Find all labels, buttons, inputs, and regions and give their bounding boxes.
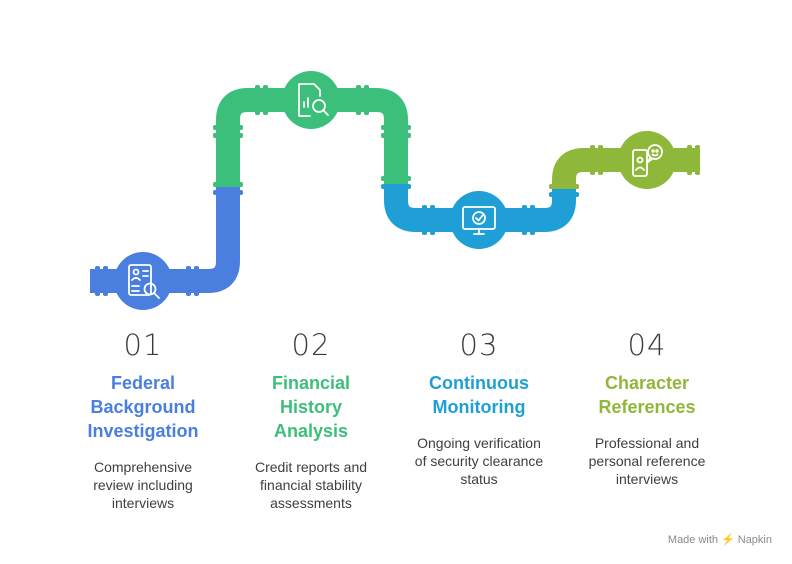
step-description: Credit reports and financial stability a… (234, 458, 388, 512)
phone-person-chat-icon (618, 131, 676, 189)
step-title-line: Background (90, 397, 196, 417)
search-profile-icon (114, 252, 172, 310)
step-title: Continuous Monitoring (394, 371, 564, 419)
made-with-text: Made with (667, 534, 719, 546)
step-title-line: History (279, 397, 342, 417)
step-number: 04 (627, 328, 667, 362)
step-description-line: interviews (615, 471, 679, 487)
step-title-line: Financial (271, 373, 351, 393)
step-title-line: Monitoring (432, 397, 526, 417)
pipe-segment-4 (549, 145, 700, 189)
step-title: Character References (562, 371, 732, 419)
step-description-line: interviews (111, 495, 175, 511)
step-number: 03 (459, 328, 499, 362)
step-description-line: status (460, 471, 498, 487)
step-title-line: References (598, 397, 696, 417)
step-description: Professional and personal reference inte… (570, 434, 724, 488)
step-description-line: of security clearance (414, 453, 544, 469)
step-description-line: personal reference (588, 453, 706, 469)
step-title-line: Federal (110, 373, 176, 393)
step-title-line: Continuous (429, 373, 529, 393)
made-with-credit[interactable]: Made with⚡Napkin (668, 533, 772, 546)
step-description-line: review including (93, 477, 193, 493)
pipe-segment-1 (90, 182, 243, 296)
napkin-brand-text: Napkin (737, 534, 772, 546)
step-description: Comprehensive review including interview… (66, 458, 220, 512)
document-chart-search-icon (282, 71, 340, 129)
step-title-line: Character (604, 373, 690, 393)
step-title-line: Analysis (273, 421, 349, 441)
step-description: Ongoing verification of security clearan… (402, 434, 556, 488)
step-description-line: Credit reports and (254, 459, 368, 475)
step-description-line: financial stability (260, 477, 362, 493)
step-title: Federal Background Investigation (58, 371, 228, 443)
step-title-line: Investigation (87, 421, 199, 441)
step-description-line: Comprehensive (93, 459, 193, 475)
step-title: Financial History Analysis (226, 371, 396, 443)
step-number: 01 (123, 328, 163, 362)
monitor-check-icon (450, 191, 508, 249)
step-description-line: assessments (270, 495, 352, 511)
step-description-line: Ongoing verification (417, 435, 541, 451)
step-number: 02 (291, 328, 331, 362)
napkin-logo-icon: ⚡ (721, 534, 735, 546)
step-description-line: Professional and (594, 435, 700, 451)
